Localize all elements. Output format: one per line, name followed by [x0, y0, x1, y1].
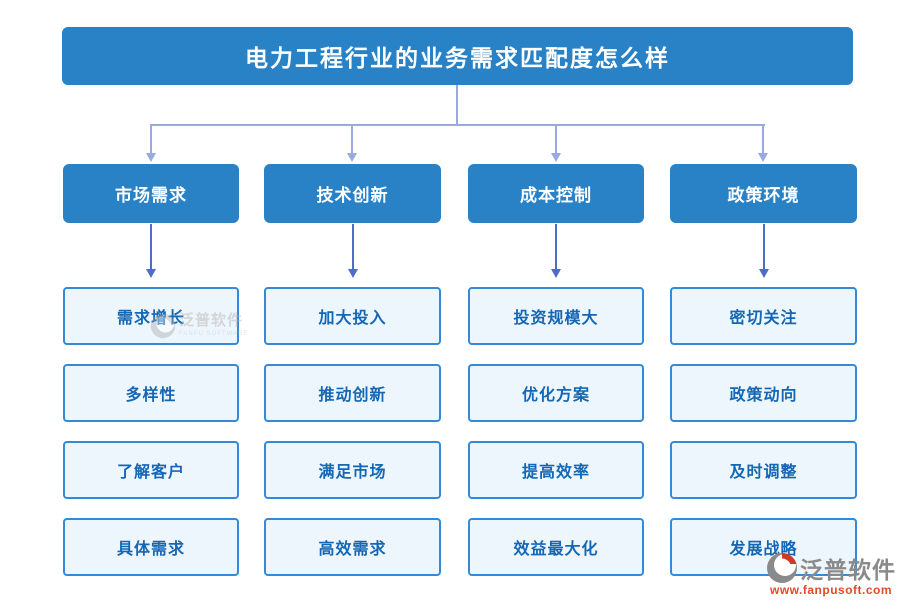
arrow-down-icon: [146, 153, 156, 162]
connector-drop: [150, 124, 152, 154]
arrow-down-icon: [551, 153, 561, 162]
child-node: 加大投入: [264, 287, 441, 345]
branch-connector: [150, 224, 152, 270]
child-node: 具体需求: [63, 518, 239, 576]
branch-header: 市场需求: [63, 164, 239, 223]
child-node: 效益最大化: [468, 518, 644, 576]
child-node: 需求增长: [63, 287, 239, 345]
arrow-down-icon: [146, 269, 156, 278]
child-node: 多样性: [63, 364, 239, 422]
branch-column-policy-environment: 政策环境 密切关注 政策动向 及时调整 发展战略: [670, 164, 857, 576]
child-node: 满足市场: [264, 441, 441, 499]
diagram-title: 电力工程行业的业务需求匹配度怎么样: [62, 27, 853, 85]
connector-drop: [555, 124, 557, 154]
branch-connector: [762, 224, 765, 270]
branch-connector: [351, 224, 354, 270]
arrow-down-icon: [347, 153, 357, 162]
child-node: 高效需求: [264, 518, 441, 576]
fanpu-logo-icon: [767, 552, 797, 583]
child-node: 推动创新: [264, 364, 441, 422]
connector-stem: [456, 85, 458, 125]
branch-header: 成本控制: [468, 164, 644, 223]
arrow-down-icon: [551, 269, 561, 278]
arrow-down-icon: [758, 153, 768, 162]
child-node: 提高效率: [468, 441, 644, 499]
branch-header: 政策环境: [670, 164, 857, 223]
child-node: 发展战略: [670, 518, 857, 576]
branch-column-tech-innovation: 技术创新 加大投入 推动创新 满足市场 高效需求: [264, 164, 441, 576]
fanpu-logo: 泛普软件 www.fanpusoft.com: [766, 551, 896, 597]
child-node: 密切关注: [670, 287, 857, 345]
branch-connector: [555, 224, 557, 270]
connector-drop: [762, 124, 764, 154]
child-node: 了解客户: [63, 441, 239, 499]
branch-header: 技术创新: [264, 164, 441, 223]
connector-rail: [151, 124, 765, 126]
arrow-down-icon: [347, 269, 358, 278]
child-node: 及时调整: [670, 441, 857, 499]
logo-url-text: www.fanpusoft.com: [770, 583, 893, 597]
branch-column-market-demand: 市场需求 需求增长 多样性 了解客户 具体需求: [63, 164, 239, 576]
child-node: 优化方案: [468, 364, 644, 422]
connector-drop: [351, 124, 353, 154]
child-node: 政策动向: [670, 364, 857, 422]
logo-brand-text: 泛普软件: [800, 557, 896, 583]
child-node: 投资规模大: [468, 287, 644, 345]
branch-column-cost-control: 成本控制 投资规模大 优化方案 提高效率 效益最大化: [468, 164, 644, 576]
arrow-down-icon: [758, 269, 769, 278]
